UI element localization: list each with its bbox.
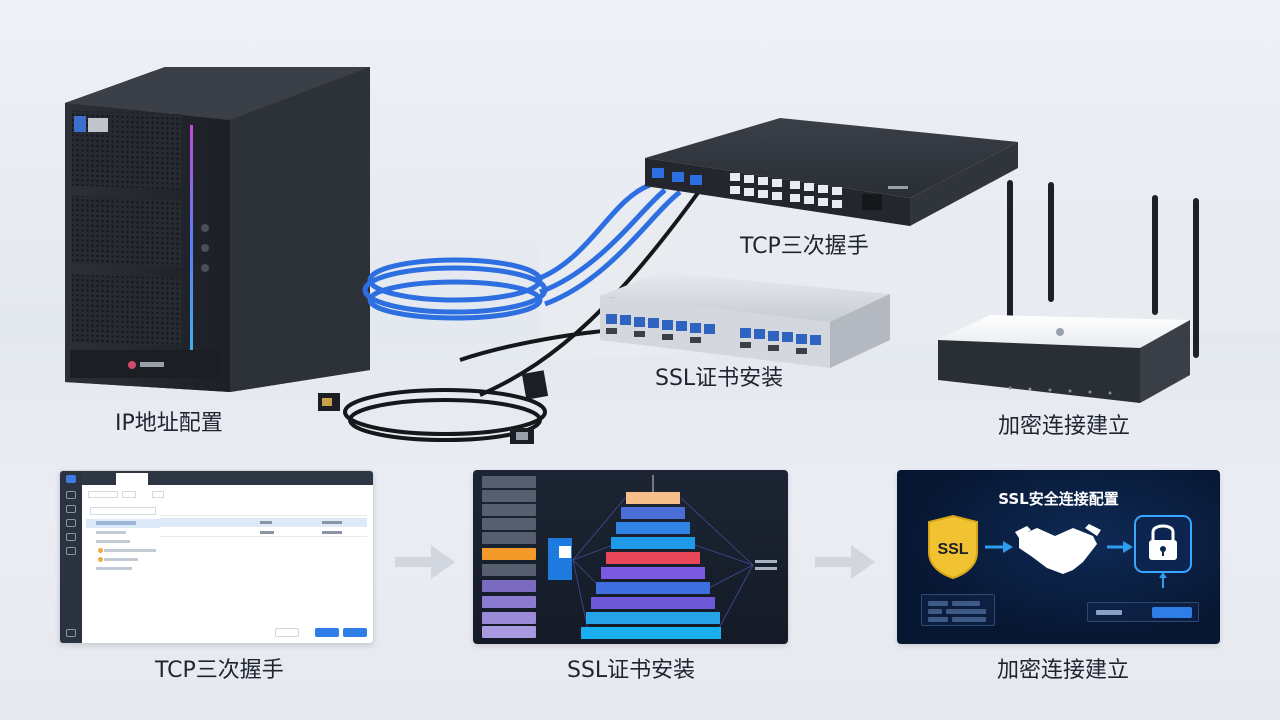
home-icon[interactable] xyxy=(66,491,76,499)
cell-value xyxy=(322,531,342,534)
ssl-flow-graphic: SSL xyxy=(928,514,1192,588)
toolbar-button[interactable] xyxy=(122,491,136,498)
settings-icon[interactable] xyxy=(66,533,76,541)
tree-item[interactable] xyxy=(96,521,136,525)
action-bar xyxy=(1087,602,1199,622)
network-switch-icon xyxy=(645,118,1018,226)
patch-panel-label: SSL证书安装 xyxy=(655,366,784,391)
app-logo-icon xyxy=(66,475,76,483)
warning-dot-icon xyxy=(98,548,103,553)
action-label xyxy=(1096,610,1122,615)
app-tabbar xyxy=(82,471,373,485)
list-icon[interactable] xyxy=(66,547,76,555)
layer-item xyxy=(482,532,536,544)
cell-value xyxy=(260,531,274,534)
folder-icon[interactable] xyxy=(66,519,76,527)
toolbar-button[interactable] xyxy=(152,491,164,498)
panel-1-caption: TCP三次握手 xyxy=(155,658,284,683)
hardware-illustration xyxy=(65,67,1280,444)
tree-item[interactable] xyxy=(104,558,138,561)
handshake-icon xyxy=(1015,524,1101,574)
patch-panel-icon xyxy=(600,272,890,368)
tab-2[interactable] xyxy=(116,473,148,485)
switch-label: TCP三次握手 xyxy=(740,234,869,259)
ssl-secure-config-panel: SSL安全连接配置 SSL xyxy=(897,470,1220,644)
layer-item xyxy=(482,596,536,608)
router-label: 加密连接建立 xyxy=(998,414,1131,439)
toolbar-field[interactable] xyxy=(88,491,118,498)
arrow-right-icon xyxy=(815,545,875,579)
ssl-layer-diagram-panel xyxy=(473,470,788,644)
tree-item[interactable] xyxy=(96,540,130,543)
lock-icon xyxy=(1134,515,1192,573)
tab-1[interactable] xyxy=(86,473,114,485)
config-app-panel xyxy=(59,470,374,644)
app-sidebar xyxy=(60,471,82,643)
certificate-info-box xyxy=(921,594,995,626)
cell-value xyxy=(260,521,272,524)
tree-item[interactable] xyxy=(104,549,156,552)
hardware-scene: IP地址配置 TCP三次握手 SSL证书安装 加密连接建立 xyxy=(65,67,1280,444)
table-row[interactable] xyxy=(160,528,367,537)
layer-item xyxy=(482,612,536,624)
cell-value xyxy=(322,521,342,524)
layer-item xyxy=(482,564,536,576)
panel-2-caption: SSL证书安装 xyxy=(567,658,696,683)
table-header xyxy=(160,507,367,516)
search-input[interactable] xyxy=(90,507,156,515)
save-button[interactable] xyxy=(343,628,367,637)
layer-item xyxy=(482,580,536,592)
tree-item[interactable] xyxy=(96,567,132,570)
exit-icon[interactable] xyxy=(66,629,76,637)
server-tower-icon xyxy=(65,67,370,392)
layer-item xyxy=(482,490,536,502)
confirm-button[interactable] xyxy=(1152,607,1192,618)
wifi-router-icon xyxy=(938,180,1199,403)
ssl-badge-text: SSL xyxy=(937,541,968,558)
layer-item xyxy=(482,518,536,530)
arrow-right-icon xyxy=(985,541,1133,553)
layer-item xyxy=(482,504,536,516)
warning-dot-icon xyxy=(98,557,103,562)
layer-item-highlight xyxy=(482,548,536,560)
file-icon[interactable] xyxy=(66,505,76,513)
panel-title: SSL安全连接配置 xyxy=(998,490,1119,508)
shield-icon xyxy=(928,514,978,580)
pyramid-diagram xyxy=(548,475,777,639)
server-label: IP地址配置 xyxy=(115,411,223,436)
apply-button[interactable] xyxy=(315,628,339,637)
arrow-right-icon xyxy=(395,545,455,579)
layer-item xyxy=(482,476,536,488)
layer-item xyxy=(482,626,536,638)
refresh-button[interactable] xyxy=(275,628,299,637)
tree-item[interactable] xyxy=(96,531,126,534)
panel-3-caption: 加密连接建立 xyxy=(997,658,1130,683)
